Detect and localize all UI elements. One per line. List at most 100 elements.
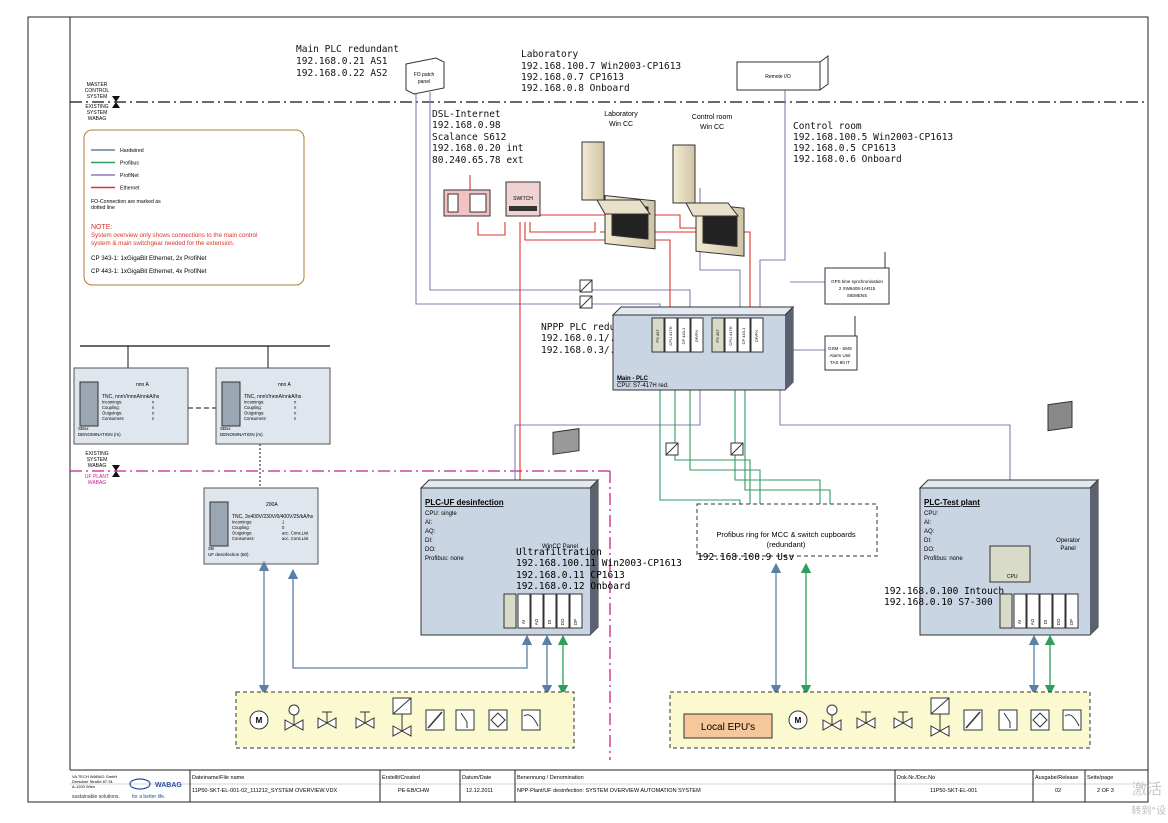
plc-module-label: PS 407 xyxy=(655,329,660,343)
svg-text:NOTE:: NOTE: xyxy=(91,224,112,231)
switchgear-denomination: DENOMINATION (m) xyxy=(78,432,121,437)
svg-text:WinCC Panel: WinCC Panel xyxy=(542,544,578,550)
ethernet-switch[interactable]: SWITCH xyxy=(505,181,541,217)
svg-text:Main PLC redundant: Main PLC redundant xyxy=(296,44,399,55)
nppp-plc-text: NPPP PLC redundant 192.168.0.1/.2 AS1 19… xyxy=(541,322,644,356)
scalance-router[interactable] xyxy=(443,189,491,217)
svg-text:192.168.0.98: 192.168.0.98 xyxy=(432,120,501,131)
switchgear-spec: TNC, 3x400V/230V/0/400V/25/kA/hs xyxy=(232,514,314,520)
svg-text:Ultrafiltration: Ultrafiltration xyxy=(516,547,602,558)
svg-text:dotted line: dotted line xyxy=(91,205,115,211)
plc-spec: AI: xyxy=(924,520,932,526)
svg-text:Dok.Nr./Doc.No: Dok.Nr./Doc.No xyxy=(897,775,935,781)
profibus-ring-box[interactable]: Profibus ring for MCC & switch cupboards… xyxy=(696,503,878,557)
svg-text:80.240.65.78 ext: 80.240.65.78 ext xyxy=(432,155,524,166)
svg-text:PE-EB/CHW: PE-EB/CHW xyxy=(398,788,430,794)
svg-text:192.168.0.5 CP1613: 192.168.0.5 CP1613 xyxy=(793,143,896,154)
svg-text:CPU: CPU xyxy=(1007,574,1018,580)
io-module-label: DP xyxy=(573,619,578,625)
io-module xyxy=(556,593,570,629)
svg-text:Ausgabe/Release: Ausgabe/Release xyxy=(1035,775,1078,781)
fo-patch-panel[interactable]: FO patch panel xyxy=(405,57,445,95)
switchgear-name: SBxx xyxy=(78,426,89,431)
svg-text:192.168.0.10 S7-300: 192.168.0.10 S7-300 xyxy=(884,597,993,608)
watermark-activate: 激活 xyxy=(1131,780,1162,798)
svg-text:EXISTING: EXISTING xyxy=(85,451,108,457)
control-room-wincc-pc[interactable]: Control room Win CC xyxy=(672,114,745,257)
svg-text:12.12.2011: 12.12.2011 xyxy=(466,788,493,794)
cabinet-icon xyxy=(79,381,99,427)
svg-text:192.168.100.7 Win2003-CP1613: 192.168.100.7 Win2003-CP1613 xyxy=(521,61,681,72)
svg-text:11P50-SKT-EL-001: 11P50-SKT-EL-001 xyxy=(930,788,977,794)
switchgear-spec: Consumers: xyxy=(102,416,125,421)
switchgear-amps: nnn A xyxy=(278,382,291,388)
svg-text:192.168.0.1/.2 AS1: 192.168.0.1/.2 AS1 xyxy=(541,333,644,344)
laboratory-wincc-pc[interactable]: Laboratory Win CC xyxy=(581,111,656,250)
main-plc-redundant-text: Main PLC redundant 192.168.0.21 AS1 192.… xyxy=(296,44,399,79)
plc-spec: AQ: xyxy=(924,529,935,535)
io-module-label: AO xyxy=(534,618,539,625)
switchgear-value: 0 xyxy=(282,525,285,530)
instrument-icon xyxy=(521,709,541,731)
svg-text:A-1200 Wien: A-1200 Wien xyxy=(72,784,95,789)
plc-uf-cabinet[interactable]: PLC-UF desinfection CPU: singleAI:AQ:DI:… xyxy=(419,428,600,636)
io-module-label: DI xyxy=(547,620,552,625)
svg-text:192.168.0.21 AS1: 192.168.0.21 AS1 xyxy=(296,56,388,67)
switchgear-spec: Outgoings: xyxy=(244,411,264,416)
svg-text:System overview only shows con: System overview only shows connections t… xyxy=(91,232,257,239)
plc-spec: AQ: xyxy=(425,529,436,535)
svg-text:192.168.0.22 AS2: 192.168.0.22 AS2 xyxy=(296,68,388,79)
motor-icon xyxy=(788,710,808,730)
svg-text:Panel: Panel xyxy=(1060,546,1075,552)
svg-text:sustainable solutions.: sustainable solutions. xyxy=(72,794,120,800)
plc-test-plant-cabinet[interactable]: PLC-Test plant CPU:AI:AQ:DI:DO:Profibus:… xyxy=(918,400,1100,636)
sheet-frame xyxy=(27,16,1149,803)
plc-module-label: CP 443-1 xyxy=(741,327,746,345)
plc-module xyxy=(690,317,704,353)
legend-label: Profibus xyxy=(120,161,139,167)
plc-module xyxy=(737,317,751,353)
valve-icon xyxy=(893,711,913,729)
gsm-alarm-unit[interactable]: GSM - SMS Alarm Unit TAS 80 IT xyxy=(824,316,858,371)
switchgear-spec: TNC, nnnV/nnnA/nnkA/hs xyxy=(102,394,160,400)
svg-text:2 OF 3: 2 OF 3 xyxy=(1097,788,1114,794)
plc-spec: DO: xyxy=(924,547,935,553)
io-module-label: DO xyxy=(560,618,565,625)
svg-text:Benennung / Denomination: Benennung / Denomination xyxy=(517,775,584,781)
svg-text:for a better life.: for a better life. xyxy=(132,794,165,800)
svg-text:SWITCH: SWITCH xyxy=(513,196,533,202)
svg-text:GSM - SMS: GSM - SMS xyxy=(828,346,852,351)
switchgear-value: n xyxy=(152,416,155,421)
svg-text:NPP-Plant/UF desinfection: SYS: NPP-Plant/UF desinfection: SYSTEM OVERVI… xyxy=(517,788,701,794)
dsl-internet-text: DSL-Internet 192.168.0.98 Scalance S612 … xyxy=(432,109,524,166)
legend-label: Hardwired xyxy=(120,148,144,154)
svg-text:UF PLANT: UF PLANT xyxy=(85,474,109,480)
field-devices-right: Local EPU's M xyxy=(669,691,1091,749)
valve-icon xyxy=(317,711,337,729)
remote-io[interactable]: Remote I/O xyxy=(736,55,829,91)
svg-text:(redundant): (redundant) xyxy=(767,540,806,549)
motor-valve-icon xyxy=(288,704,300,716)
svg-text:192.168.0.7 CP1613: 192.168.0.7 CP1613 xyxy=(521,72,624,83)
io-module-label: DI xyxy=(1043,620,1048,625)
switchgear-spec: Incomings: xyxy=(102,400,122,405)
switchgear-value: n xyxy=(152,400,155,405)
io-module-label: DO xyxy=(1056,618,1061,625)
svg-text:Remote I/O: Remote I/O xyxy=(765,74,791,80)
svg-text:Main - PLC: Main - PLC xyxy=(617,376,649,382)
svg-text:WABAG: WABAG xyxy=(155,782,182,789)
switchgear-spec: Outgoings: xyxy=(232,531,252,536)
plc-module xyxy=(711,317,725,353)
plc-spec: DI: xyxy=(924,538,932,544)
control-room-text: Control room 192.168.100.5 Win2003-CP161… xyxy=(793,121,953,165)
switchgear-value: acc. Cons.List xyxy=(282,536,309,541)
field-connections xyxy=(258,560,1056,696)
io-module xyxy=(1013,593,1027,629)
svg-text:192.168.0.8 Onboard: 192.168.0.8 Onboard xyxy=(521,83,630,94)
svg-text:NPPP PLC redundant: NPPP PLC redundant xyxy=(541,322,644,333)
gps-time-sync[interactable]: GPS time synchronisation 2 XW6408-1AR15 … xyxy=(824,252,890,305)
